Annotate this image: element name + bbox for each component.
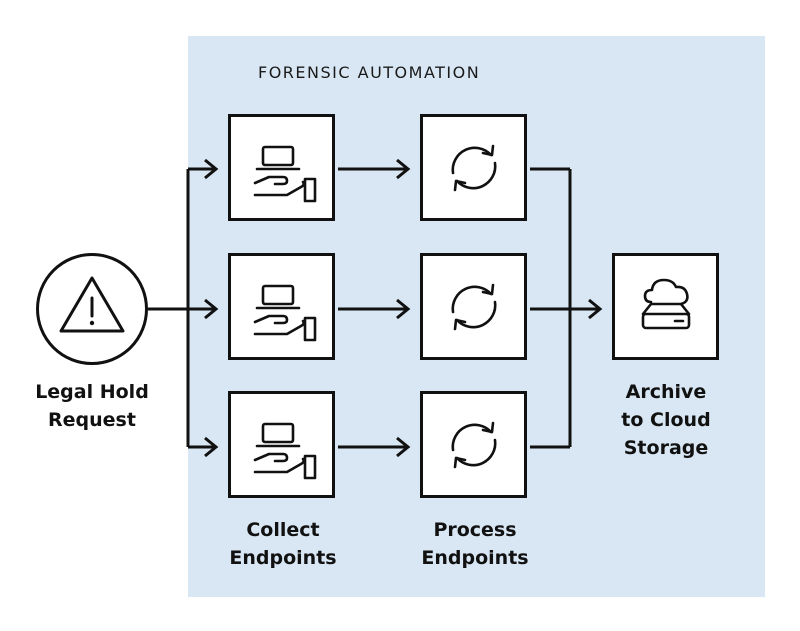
process-endpoint-box bbox=[420, 253, 527, 360]
collect-endpoint-box bbox=[228, 114, 335, 221]
collect-endpoints-label: Collect Endpoints bbox=[213, 516, 353, 572]
collect-endpoint-box bbox=[228, 253, 335, 360]
archive-cloud-storage-box bbox=[612, 253, 719, 360]
sync-arrows-icon bbox=[451, 421, 497, 469]
cloud-storage-icon bbox=[641, 278, 691, 330]
legal-hold-request-label: Legal Hold Request bbox=[22, 378, 162, 434]
panel-title: FORENSIC AUTOMATION bbox=[258, 63, 481, 82]
archive-label: Archive to Cloud Storage bbox=[596, 378, 736, 462]
process-endpoints-label: Process Endpoints bbox=[405, 516, 545, 572]
process-endpoint-box bbox=[420, 114, 527, 221]
process-line1: Process bbox=[433, 519, 517, 541]
archive-line2: to Cloud bbox=[621, 409, 711, 431]
request-line1: Legal Hold bbox=[35, 381, 149, 403]
process-line2: Endpoints bbox=[421, 547, 529, 569]
collect-line1: Collect bbox=[246, 519, 320, 541]
archive-line3: Storage bbox=[623, 437, 709, 459]
warning-triangle-icon bbox=[59, 276, 125, 333]
laptop-hand-icon bbox=[253, 422, 317, 480]
archive-line1: Archive bbox=[625, 381, 707, 403]
process-endpoint-box bbox=[420, 391, 527, 498]
laptop-hand-icon bbox=[253, 284, 317, 342]
collect-endpoint-box bbox=[228, 391, 335, 498]
collect-line2: Endpoints bbox=[229, 547, 337, 569]
sync-arrows-icon bbox=[451, 144, 497, 192]
laptop-hand-icon bbox=[253, 145, 317, 203]
legal-hold-request-node bbox=[36, 253, 148, 365]
request-line2: Request bbox=[48, 409, 136, 431]
sync-arrows-icon bbox=[451, 283, 497, 331]
